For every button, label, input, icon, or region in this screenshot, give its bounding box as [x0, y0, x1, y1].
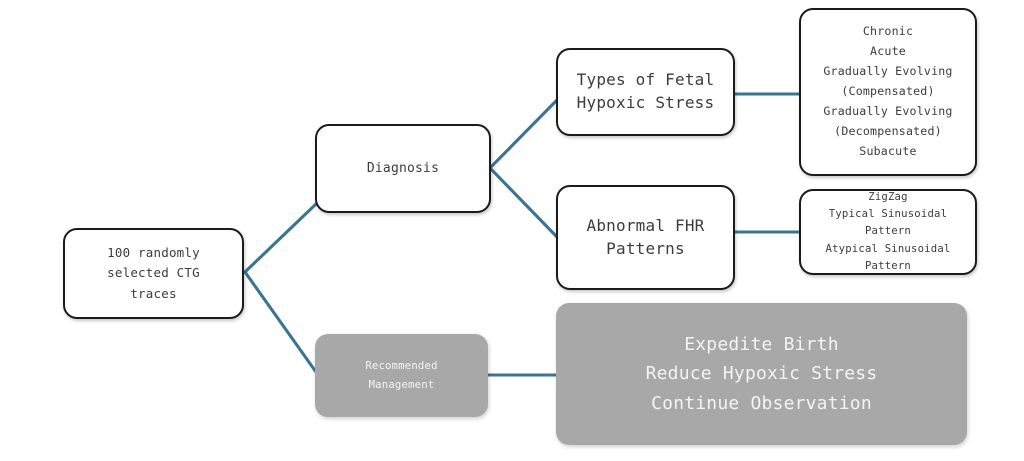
node-source-ctg-traces[interactable]: 100 randomly selected CTG traces	[63, 228, 244, 319]
node-diagnosis-label: Diagnosis	[366, 160, 440, 176]
edge-source-to-management	[243, 270, 318, 374]
node-diagnosis[interactable]: Diagnosis	[315, 124, 491, 213]
node-hypoxia-list-label: Chronic Acute Gradually Evolving (Compen…	[823, 24, 953, 158]
node-actions-label: Expedite Birth Reduce Hypoxic Stress Con…	[645, 334, 878, 414]
edge-diagnosis-to-fhr	[488, 166, 559, 239]
node-recommended-management[interactable]: Recommended Management	[315, 334, 488, 417]
node-management-label: Recommended Management	[365, 360, 438, 391]
node-types-label: Types of Fetal Hypoxic Stress	[576, 70, 715, 112]
node-management-actions[interactable]: Expedite Birth Reduce Hypoxic Stress Con…	[556, 303, 967, 445]
node-abnormal-fhr-patterns[interactable]: Abnormal FHR Patterns	[556, 185, 735, 290]
node-types-of-fetal-hypoxic-stress[interactable]: Types of Fetal Hypoxic Stress	[556, 48, 735, 136]
node-fhr-patterns-list[interactable]: ZigZag Typical Sinusoidal Pattern Atypic…	[799, 189, 977, 275]
node-fhr-label: Abnormal FHR Patterns	[586, 215, 705, 258]
edge-source-to-diagnosis	[243, 202, 318, 274]
node-source-label: 100 randomly selected CTG traces	[107, 245, 200, 301]
edge-diagnosis-to-types	[488, 98, 559, 170]
node-hypoxic-stress-types-list[interactable]: Chronic Acute Gradually Evolving (Compen…	[799, 8, 977, 176]
node-fhr-list-label: ZigZag Typical Sinusoidal Pattern Atypic…	[825, 191, 951, 272]
